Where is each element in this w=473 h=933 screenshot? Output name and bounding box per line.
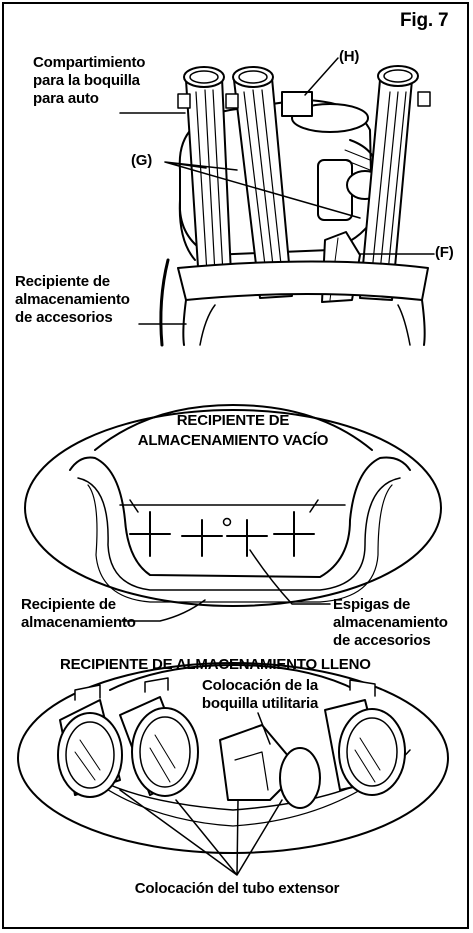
container-label-2: almacenamiento [21, 614, 136, 631]
storage-container-illustration [159, 258, 429, 347]
car-nozzle-compartment-label-3: para auto [33, 90, 99, 107]
empty-container-title-1: RECIPIENTE DE [176, 412, 290, 429]
car-nozzle-compartment-label-2: para la boquilla [33, 72, 140, 89]
label-f: (F) [435, 244, 454, 261]
figure-number: Fig. 7 [400, 10, 449, 31]
extension-tube-label: Colocación del tubo extensor [134, 880, 340, 897]
empty-container-title-2: ALMACENAMIENTO VACÍO [137, 432, 329, 449]
full-container-title: RECIPIENTE DE ALMACENAMIENTO LLENO [60, 656, 371, 673]
pegs-label-1: Espigas de [333, 596, 411, 613]
empty-container-illustration [24, 404, 442, 607]
accessory-container-label-3: de accesorios [15, 309, 113, 326]
pegs-label-2: almacenamiento [333, 614, 448, 631]
car-nozzle-compartment-label-1: Compartimiento [33, 54, 146, 71]
utility-nozzle-label-1: Colocación de la [202, 677, 318, 694]
container-label-1: Recipiente de [21, 596, 116, 613]
full-container-illustration [17, 662, 449, 854]
accessory-container-label-2: almacenamiento [15, 291, 130, 308]
label-g: (G) [131, 152, 153, 169]
label-h: (H) [339, 48, 360, 65]
pegs-label-3: de accesorios [333, 632, 431, 649]
utility-nozzle-label-2: boquilla utilitaria [201, 695, 319, 712]
accessory-container-label-1: Recipiente de [15, 273, 110, 290]
